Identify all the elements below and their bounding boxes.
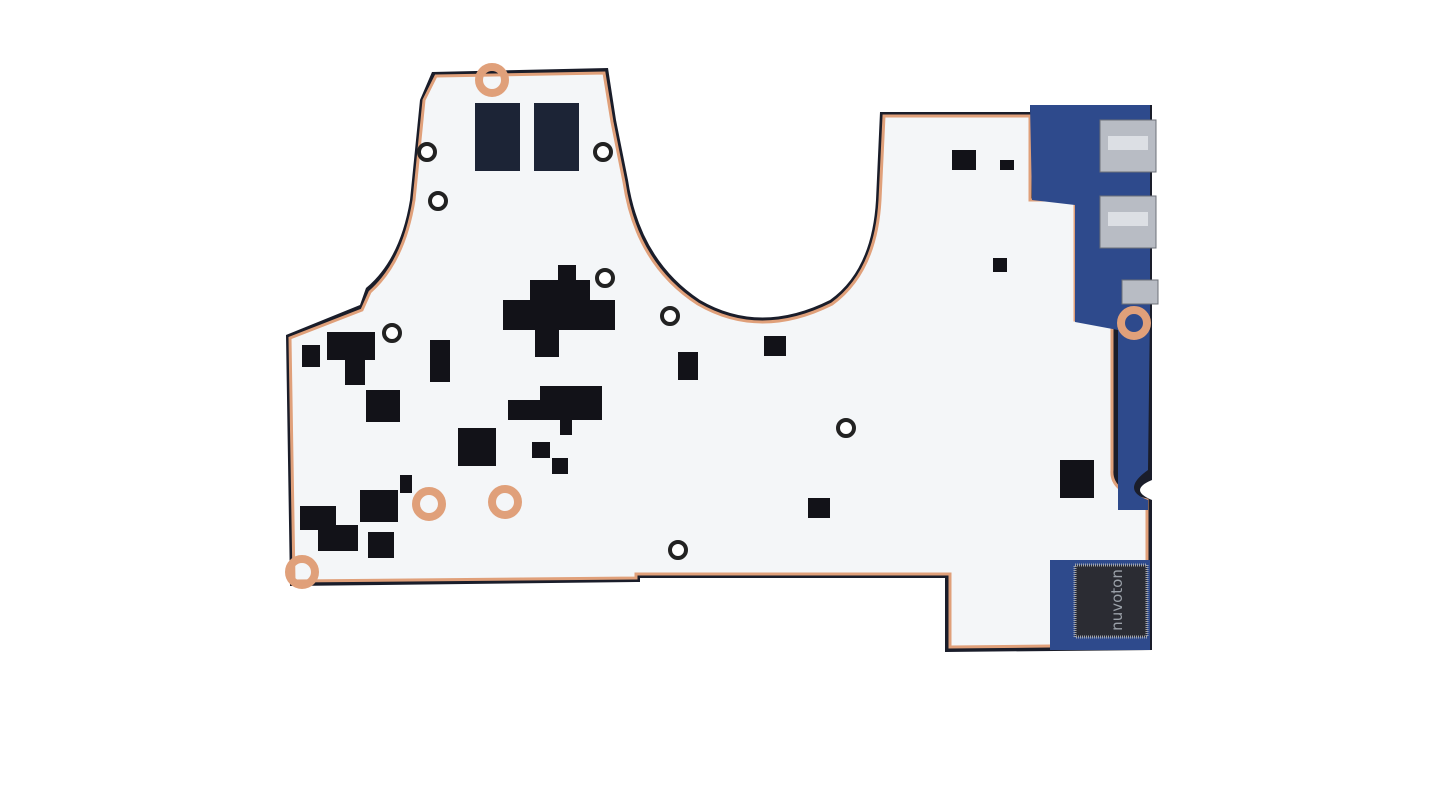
board-back-surface <box>288 71 1149 649</box>
usb-port-2-slot <box>1108 212 1148 226</box>
copper-mount-ring <box>412 487 446 521</box>
screw-hole <box>382 323 402 343</box>
ec-chip <box>1073 563 1149 639</box>
exposed-pad <box>678 352 698 380</box>
exposed-pad <box>345 355 365 385</box>
usb-port-1-slot <box>1108 136 1148 150</box>
exposed-pad <box>318 525 358 551</box>
ec-chip-logo: nuvoton <box>1108 569 1126 631</box>
exposed-pad <box>552 458 568 474</box>
exposed-pad <box>1000 160 1014 170</box>
exposed-pad <box>952 150 976 170</box>
exposed-pad <box>1060 460 1094 498</box>
screw-hole <box>668 540 688 560</box>
copper-mount-ring <box>488 485 522 519</box>
exposed-pad <box>430 340 450 382</box>
exposed-pad <box>400 475 412 493</box>
chip <box>458 428 496 466</box>
screw-hole <box>836 418 856 438</box>
screw-hole <box>417 142 437 162</box>
exposed-pad <box>808 498 830 518</box>
screw-hole <box>595 268 615 288</box>
exposed-pad <box>560 415 572 435</box>
exposed-pad <box>532 442 550 458</box>
memory-chip-2 <box>534 103 579 171</box>
exposed-pad <box>360 490 398 522</box>
chip <box>368 532 394 558</box>
copper-mount-ring <box>1117 306 1151 340</box>
copper-mount-ring <box>475 63 509 97</box>
screw-hole <box>660 306 680 326</box>
exposed-pad <box>302 345 320 367</box>
copper-mount-ring <box>285 555 319 589</box>
exposed-pad <box>508 400 548 420</box>
mini-connector <box>1121 279 1159 305</box>
screw-hole <box>428 191 448 211</box>
exposed-pad <box>540 386 602 420</box>
memory-chip-1 <box>475 103 520 171</box>
exposed-pad <box>764 336 786 356</box>
screw-hole <box>593 142 613 162</box>
chip <box>366 390 400 422</box>
exposed-pad <box>535 325 559 357</box>
exposed-pad <box>993 258 1007 272</box>
